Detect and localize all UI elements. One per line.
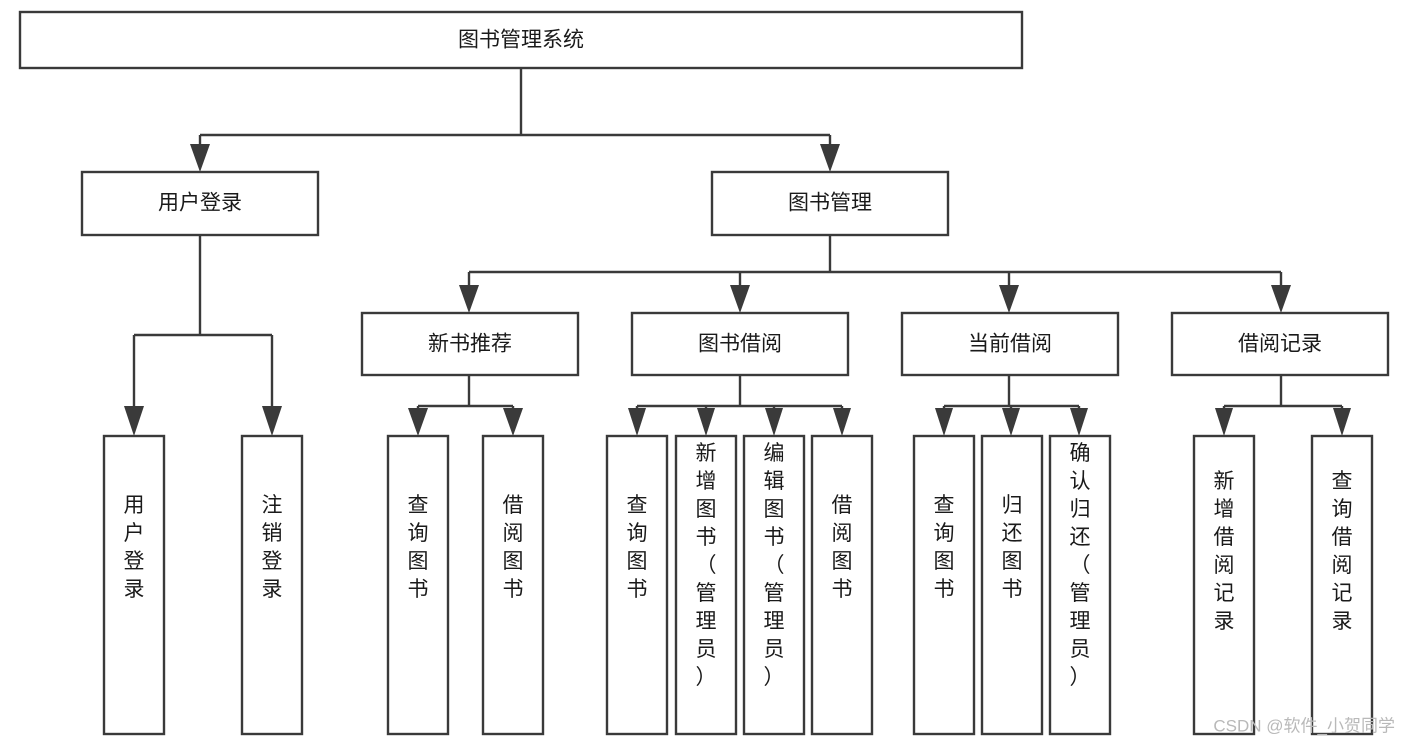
node-current-borrow-box[interactable] — [900, 311, 1120, 377]
node-leaf-borrow-book-2-label: 借阅图书 — [832, 494, 853, 601]
node-leaf-add-book-box[interactable] — [674, 434, 738, 736]
node-leaf-user-login-label: 用户登录 — [124, 494, 145, 601]
arrow-head-leaf-edit-book — [765, 408, 783, 436]
node-leaf-add-book-label: 新增图书（管理员） — [696, 442, 717, 689]
arrow-head-leaf-query-record — [1333, 408, 1351, 436]
node-book-management-box[interactable] — [710, 170, 950, 237]
node-user-login-box[interactable] — [80, 170, 320, 237]
node-leaf-query-record[interactable]: 查询借阅记录 — [1310, 434, 1374, 736]
node-leaf-query-book-1-label: 查询图书 — [408, 494, 429, 601]
node-root-label: 图书管理系统 — [458, 29, 584, 52]
node-current-borrow[interactable]: 当前借阅 — [900, 311, 1120, 377]
arrow-head-leaf-borrow-book-2 — [833, 408, 851, 436]
node-user-login-label: 用户登录 — [158, 192, 242, 215]
arrow-head-book-borrow — [730, 285, 750, 313]
arrow-head-leaf-add-book — [697, 408, 715, 436]
arrow-head-leaf-confirm-return — [1070, 408, 1088, 436]
arrow-head-new-book-recommend — [459, 285, 479, 313]
node-current-borrow-label: 当前借阅 — [968, 333, 1052, 356]
arrow-head-leaf-borrow-book-1 — [503, 408, 523, 436]
node-leaf-add-record-box[interactable] — [1192, 434, 1256, 736]
node-leaf-logout-login-label: 注销登录 — [262, 494, 283, 601]
node-leaf-return-book[interactable]: 归还图书 — [980, 434, 1044, 736]
node-leaf-borrow-book-1-box[interactable] — [481, 434, 545, 736]
arrow-head-leaf-query-book-3 — [935, 408, 953, 436]
node-leaf-borrow-book-2-box[interactable] — [810, 434, 874, 736]
node-user-login[interactable]: 用户登录 — [80, 170, 320, 237]
node-leaf-return-book-box[interactable] — [980, 434, 1044, 736]
arrow-head-leaf-return-book — [1002, 408, 1020, 436]
node-leaf-confirm-return-box[interactable] — [1048, 434, 1112, 736]
node-leaf-query-book-2[interactable]: 查询图书 — [605, 434, 669, 736]
node-borrow-record-box[interactable] — [1170, 311, 1390, 377]
arrow-head-leaf-query-book-2 — [628, 408, 646, 436]
arrow-head-leaf-logout-login — [262, 406, 282, 436]
node-leaf-add-record[interactable]: 新增借阅记录 — [1192, 434, 1256, 736]
node-book-borrow[interactable]: 图书借阅 — [630, 311, 850, 377]
node-root[interactable]: 图书管理系统 — [18, 10, 1024, 70]
node-new-book-recommend[interactable]: 新书推荐 — [360, 311, 580, 377]
arrow-head-book-management — [820, 144, 840, 172]
node-book-management-label: 图书管理 — [788, 192, 872, 215]
node-leaf-confirm-return-label: 确认归还（管理员） — [1070, 442, 1091, 689]
csdn-watermark: CSDN @软件_小贺同学 — [1213, 716, 1395, 735]
node-book-management[interactable]: 图书管理 — [710, 170, 950, 237]
node-leaf-add-record-label: 新增借阅记录 — [1214, 470, 1235, 633]
node-leaf-edit-book-label: 编辑图书（管理员） — [764, 442, 785, 689]
node-leaf-borrow-book-1[interactable]: 借阅图书 — [481, 434, 545, 736]
node-leaf-return-book-label: 归还图书 — [1002, 494, 1023, 601]
node-leaf-add-book[interactable]: 新增图书（管理员） — [674, 434, 738, 736]
node-leaf-borrow-book-1-label: 借阅图书 — [503, 494, 524, 601]
arrow-head-leaf-user-login — [124, 406, 144, 436]
node-leaf-query-book-2-box[interactable] — [605, 434, 669, 736]
node-leaf-query-record-box[interactable] — [1310, 434, 1374, 736]
node-book-borrow-box[interactable] — [630, 311, 850, 377]
node-leaf-user-login-box[interactable] — [102, 434, 166, 736]
node-leaf-query-record-label: 查询借阅记录 — [1332, 470, 1353, 633]
node-leaf-query-book-3-box[interactable] — [912, 434, 976, 736]
node-new-book-recommend-box[interactable] — [360, 311, 580, 377]
node-leaf-query-book-2-label: 查询图书 — [627, 494, 648, 601]
node-book-borrow-label: 图书借阅 — [698, 333, 782, 356]
node-new-book-recommend-label: 新书推荐 — [428, 333, 512, 356]
node-leaf-logout-login[interactable]: 注销登录 — [240, 434, 304, 736]
arrow-head-leaf-query-book-1 — [408, 408, 428, 436]
arrow-head-current-borrow — [999, 285, 1019, 313]
node-root-box[interactable] — [18, 10, 1024, 70]
node-leaf-query-book-3-label: 查询图书 — [934, 494, 955, 601]
arrow-head-user-login — [190, 144, 210, 172]
arrow-head-borrow-record — [1271, 285, 1291, 313]
node-leaf-query-book-3[interactable]: 查询图书 — [912, 434, 976, 736]
node-borrow-record-label: 借阅记录 — [1238, 333, 1322, 356]
node-leaf-edit-book[interactable]: 编辑图书（管理员） — [742, 434, 806, 736]
connector-layer — [124, 68, 1351, 436]
node-leaf-query-book-1[interactable]: 查询图书 — [386, 434, 450, 736]
node-leaf-query-book-1-box[interactable] — [386, 434, 450, 736]
node-leaf-borrow-book-2[interactable]: 借阅图书 — [810, 434, 874, 736]
arrow-head-leaf-add-record — [1215, 408, 1233, 436]
node-borrow-record[interactable]: 借阅记录 — [1170, 311, 1390, 377]
node-leaf-edit-book-box[interactable] — [742, 434, 806, 736]
node-leaf-logout-login-box[interactable] — [240, 434, 304, 736]
node-leaf-confirm-return[interactable]: 确认归还（管理员） — [1048, 434, 1112, 736]
node-leaf-user-login[interactable]: 用户登录 — [102, 434, 166, 736]
